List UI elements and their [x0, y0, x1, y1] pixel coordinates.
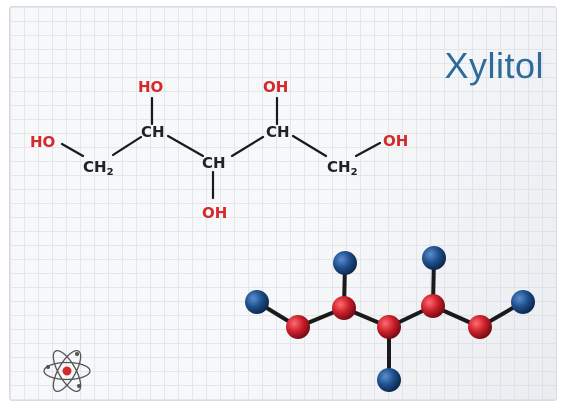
label-ch2-right: CH2	[327, 158, 358, 178]
molecule-title: Xylitol	[444, 45, 544, 86]
label-ho-left: HO	[30, 133, 55, 151]
ball-carbon-1	[286, 315, 310, 339]
ball-carbon-4	[421, 294, 445, 318]
electron-2	[77, 384, 81, 388]
electron-1	[46, 365, 50, 369]
bond-ch2-right-oh	[354, 141, 382, 158]
ch2-right-subscript: 2	[351, 167, 358, 178]
label-oh-top-right: OH	[263, 78, 288, 96]
ch2-right-text: CH	[327, 158, 351, 176]
orbit-3	[52, 349, 82, 393]
bond-ch-left-ch-center	[166, 134, 205, 158]
label-ch-right: CH	[266, 123, 290, 141]
ball-carbon-5	[468, 315, 492, 339]
ball-oxygen-top-right	[422, 246, 446, 270]
bond-ch2-ch-left	[111, 135, 143, 157]
orbit-1	[43, 361, 91, 381]
atom-icon	[43, 349, 91, 393]
structural-labels: HO OH HO OH OH CH CH CH CH2 CH2	[30, 78, 408, 222]
structural-formula	[60, 96, 382, 200]
nucleus	[62, 366, 72, 376]
ch2-left-subscript: 2	[107, 167, 114, 178]
ball-oxygen-left	[245, 290, 269, 314]
label-ch-left: CH	[141, 123, 165, 141]
label-oh-right: OH	[383, 132, 408, 150]
label-ho-top-left: HO	[138, 78, 163, 96]
ball-and-stick-model	[245, 246, 535, 392]
bond-ho-ch2-left	[60, 142, 85, 158]
label-ch2-left: CH2	[83, 158, 114, 178]
orbit-2	[52, 349, 82, 393]
bond-ch-right-ch2-right	[291, 134, 328, 158]
label-ch-center: CH	[202, 154, 226, 172]
ball-oxygen-bottom	[377, 368, 401, 392]
ball-oxygen-top-left	[333, 251, 357, 275]
electron-3	[75, 352, 79, 356]
ball-carbon-3	[377, 315, 401, 339]
ch2-left-text: CH	[83, 158, 107, 176]
label-oh-bottom: OH	[202, 204, 227, 222]
bond-ch-center-ch-right	[230, 135, 265, 158]
ball-oxygen-right	[511, 290, 535, 314]
ball-carbon-2	[332, 296, 356, 320]
